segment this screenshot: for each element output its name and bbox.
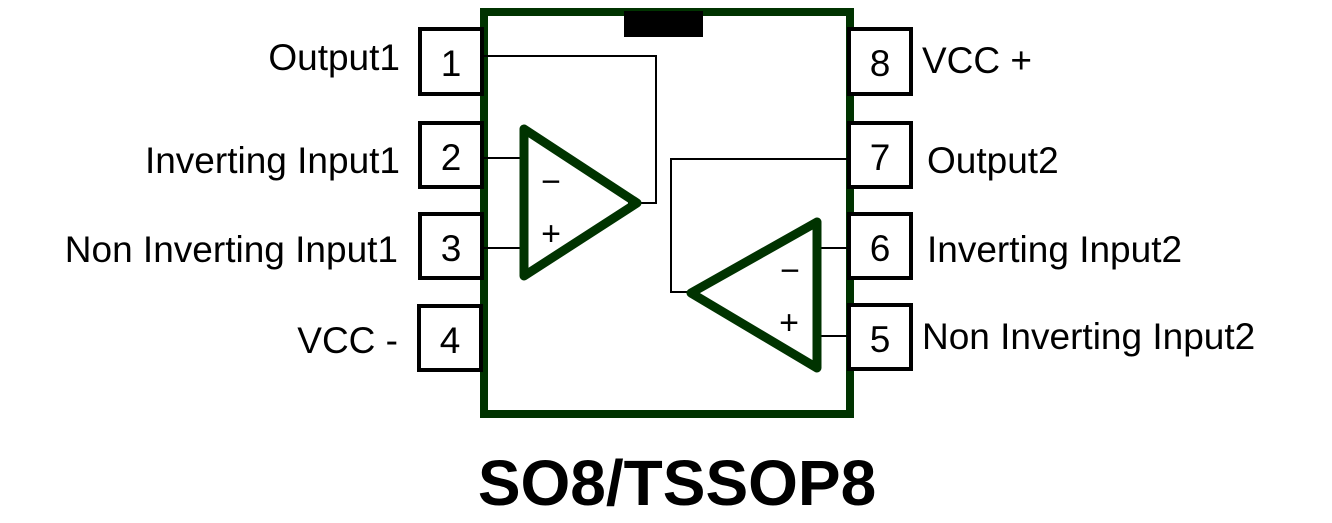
pin-label: Non Inverting Input1	[65, 229, 398, 270]
op-amp-1: − +	[519, 124, 642, 281]
pin-number: 8	[870, 43, 891, 84]
pin-4: 4 VCC -	[297, 304, 483, 372]
pin-6: 6 Inverting Input2	[847, 212, 1182, 280]
output2-wire	[670, 158, 848, 293]
pin-number: 4	[440, 320, 461, 361]
pin-2: 2 Inverting Input1	[145, 121, 484, 189]
package-title: SO8/TSSOP8	[478, 447, 876, 519]
pin-label: Output2	[927, 140, 1059, 181]
pin-number: 2	[441, 137, 462, 178]
pin-number: 6	[870, 228, 891, 269]
minus-sign: −	[541, 163, 561, 201]
pin-label: Inverting Input1	[145, 140, 400, 181]
op-amp-2: − +	[686, 217, 822, 373]
pin-8: 8 VCC +	[847, 27, 1032, 96]
pin-number: 7	[870, 137, 891, 178]
pin1-notch	[624, 11, 703, 37]
plus-sign: +	[541, 215, 561, 253]
plus-sign: +	[779, 304, 799, 342]
pin-label: Output1	[268, 37, 400, 78]
pin-number: 5	[870, 319, 891, 360]
pin-label: Inverting Input2	[927, 229, 1182, 270]
pin-7: 7 Output2	[847, 121, 1059, 189]
pin-3: 3 Non Inverting Input1	[65, 212, 484, 280]
pin-label: VCC -	[297, 320, 398, 361]
pin-5: 5 Non Inverting Input2	[847, 303, 1255, 371]
output1-wire	[480, 55, 657, 204]
pin-label: VCC +	[922, 40, 1032, 81]
pin-label: Non Inverting Input2	[922, 316, 1255, 357]
minus-sign: −	[780, 252, 800, 290]
pin-1: 1 Output1	[268, 27, 484, 96]
pin-number: 1	[441, 43, 462, 84]
pin-number: 3	[441, 228, 462, 269]
